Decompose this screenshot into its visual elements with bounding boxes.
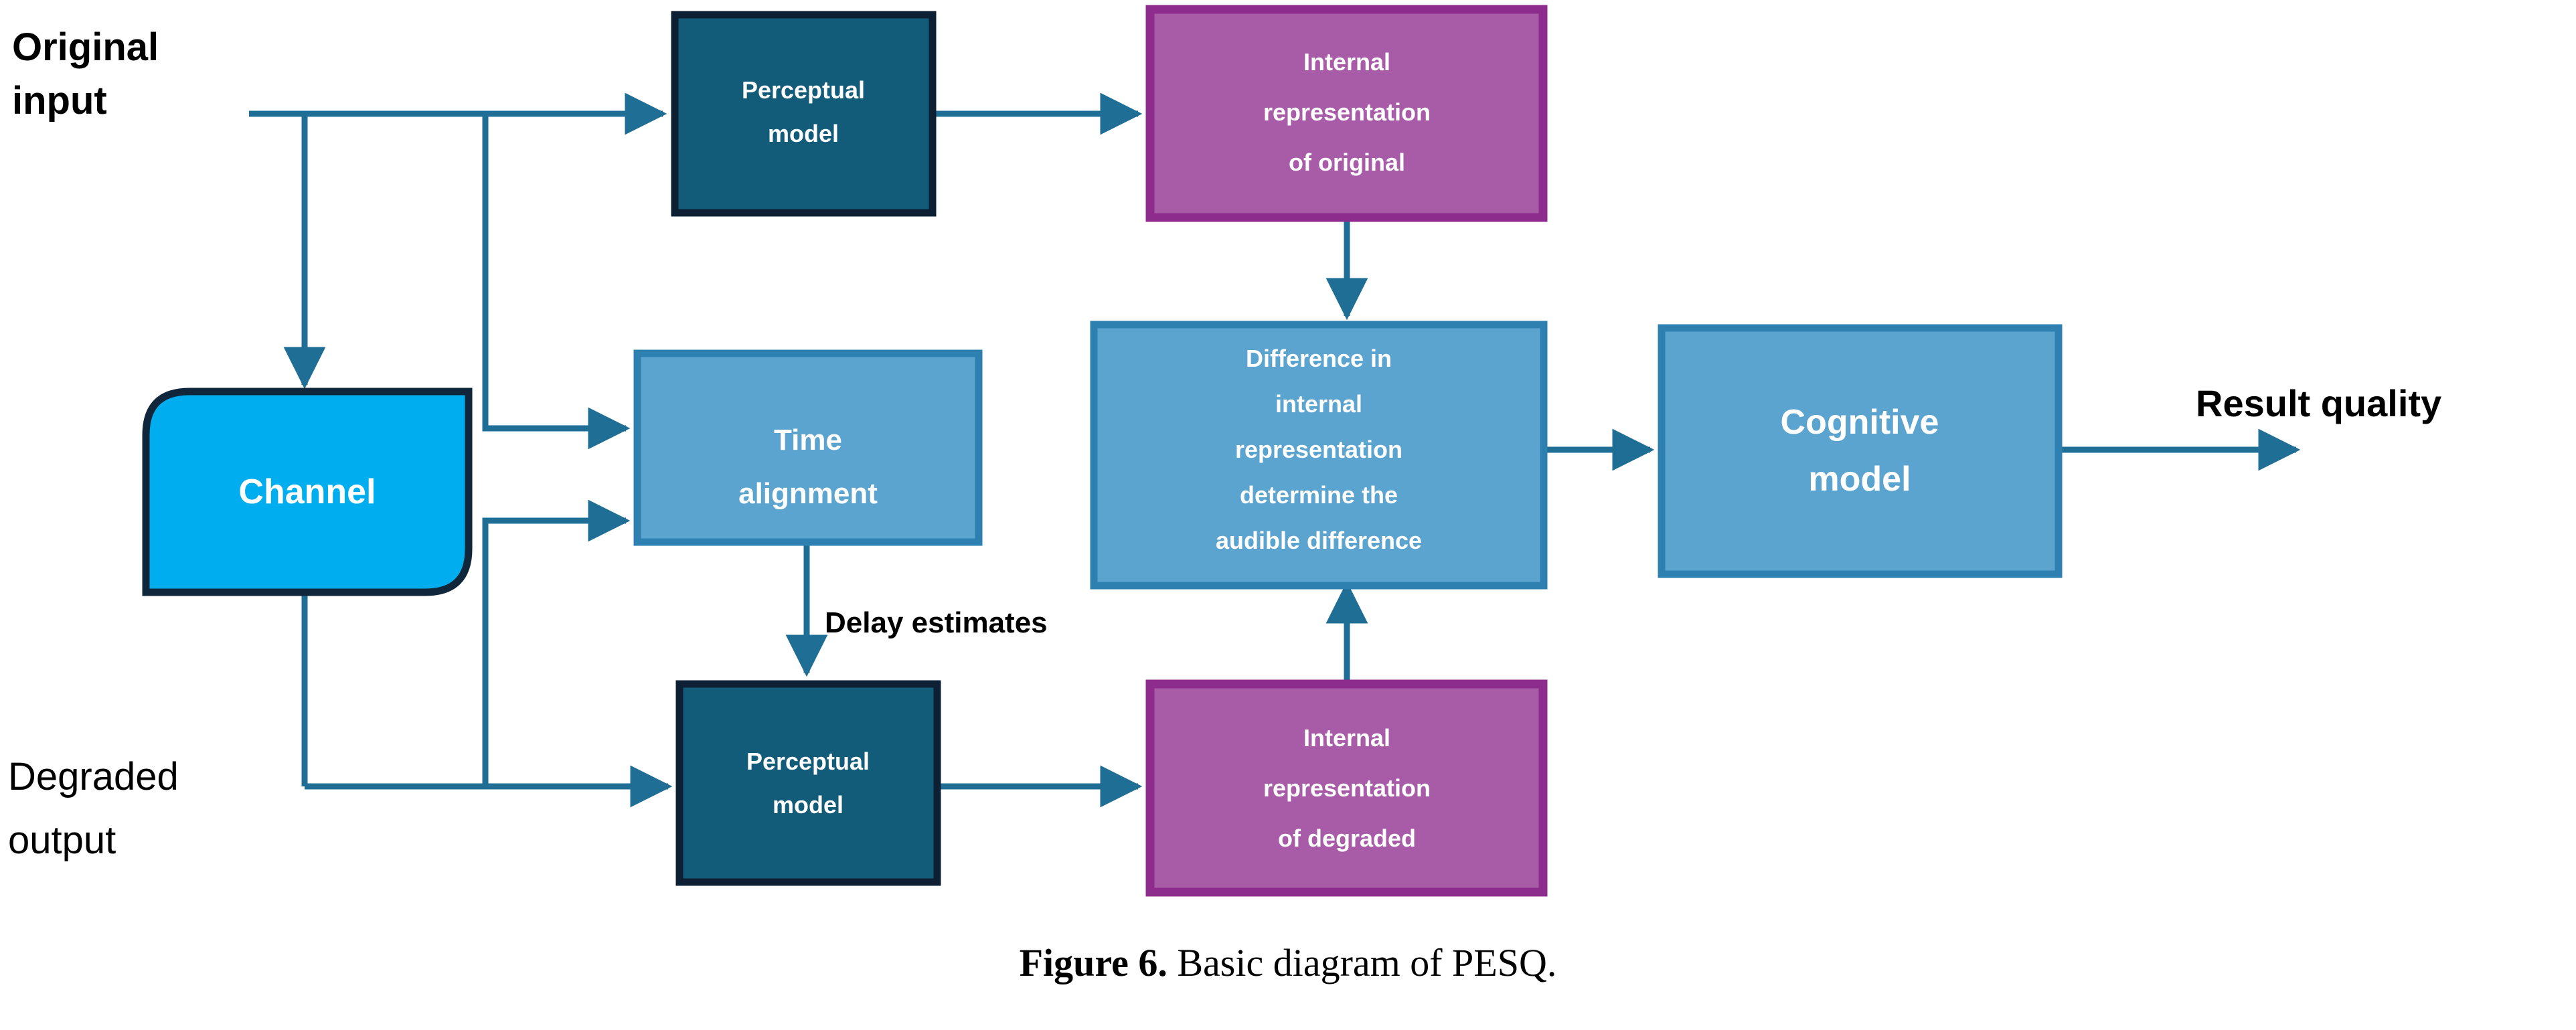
perceptual-top-shape xyxy=(671,11,937,217)
node-difference-internal-representation[interactable]: Difference in internal representation de… xyxy=(1090,321,1548,590)
degraded-output-line1: Degraded xyxy=(8,755,179,798)
cognitive-model-label-line2: model xyxy=(1808,460,1911,499)
difference-label-line4: determine the xyxy=(1240,481,1398,509)
result-quality-label: Result quality xyxy=(2196,382,2441,424)
internal-degraded-shape xyxy=(1145,679,1548,897)
difference-shape xyxy=(1090,321,1548,590)
internal-degraded-label-line3: of degraded xyxy=(1278,825,1416,852)
difference-label-line2: internal xyxy=(1275,390,1362,418)
perceptual-top-label-line1: Perceptual xyxy=(742,76,865,104)
time-alignment-shape xyxy=(633,349,983,546)
node-internal-representation-original[interactable]: Internal representation of original xyxy=(1145,5,1548,222)
internal-degraded-label-line2: representation xyxy=(1263,774,1431,802)
perceptual-bottom-shape xyxy=(675,680,941,886)
node-internal-representation-degraded[interactable]: Internal representation of degraded xyxy=(1145,679,1548,897)
time-alignment-label-line1: Time xyxy=(774,424,842,456)
edge-degraded-to-time-alignment xyxy=(482,499,631,786)
channel-label: Channel xyxy=(238,473,376,511)
perceptual-bottom-label-line2: model xyxy=(773,791,843,819)
cognitive-model-label-line1: Cognitive xyxy=(1781,403,1939,442)
original-input-line2: input xyxy=(12,79,107,122)
channel-shape xyxy=(142,388,473,596)
figure-caption-prefix: Figure 6. xyxy=(1019,941,1168,984)
time-alignment-label-line2: alignment xyxy=(738,477,878,510)
internal-original-label-line2: representation xyxy=(1263,98,1431,126)
node-time-alignment[interactable]: Time alignment xyxy=(633,349,983,546)
difference-label-line1: Difference in xyxy=(1246,345,1392,372)
node-channel[interactable]: Channel xyxy=(142,388,473,596)
cognitive-model-shape xyxy=(1658,324,2063,578)
original-input-line1: Original xyxy=(12,25,159,69)
difference-label-line3: representation xyxy=(1235,436,1402,463)
node-perceptual-model-bottom[interactable]: Perceptual model xyxy=(675,680,941,886)
difference-label-line5: audible difference xyxy=(1216,527,1422,554)
figure-caption: Figure 6. Basic diagram of PESQ. xyxy=(0,940,2576,985)
connector-layer xyxy=(249,92,2301,808)
internal-degraded-label-line1: Internal xyxy=(1303,724,1390,752)
figure-caption-text: Basic diagram of PESQ. xyxy=(1177,941,1557,984)
internal-original-shape xyxy=(1145,5,1548,222)
degraded-output-line2: output xyxy=(8,819,116,862)
edge-original-to-time-alignment xyxy=(482,114,631,450)
delay-estimates-label: Delay estimates xyxy=(825,606,1048,639)
internal-original-label-line3: of original xyxy=(1289,149,1405,176)
internal-original-label-line1: Internal xyxy=(1303,48,1390,76)
node-cognitive-model[interactable]: Cognitive model xyxy=(1658,324,2063,578)
node-perceptual-model-top[interactable]: Perceptual model xyxy=(671,11,937,217)
label-original-input: Original input xyxy=(12,25,159,122)
perceptual-bottom-label-line1: Perceptual xyxy=(746,748,870,775)
perceptual-top-label-line2: model xyxy=(768,120,839,147)
label-degraded-output: Degraded output xyxy=(8,755,179,862)
